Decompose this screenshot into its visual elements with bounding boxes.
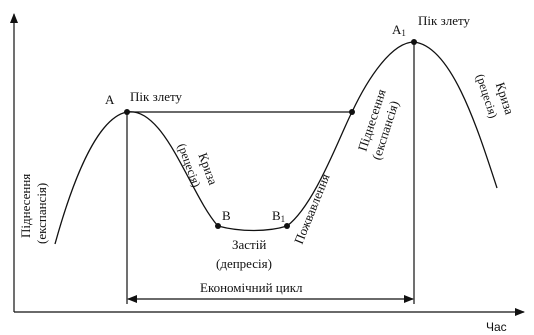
growth-left-label-group: Піднесення (експансія) [18, 174, 49, 244]
point-a1-label: A1 [392, 22, 406, 38]
peak-a-label: Пік злету [130, 89, 182, 104]
point-b1-label: B1 [272, 208, 285, 224]
point-b1-dot [284, 223, 290, 229]
point-a-label: A [105, 92, 115, 107]
stagnation-label: Застій [232, 237, 266, 252]
growth-right-label-group: Піднесення (експансія) [355, 87, 402, 162]
point-a-dot [124, 109, 130, 115]
x-axis-label: Час [486, 320, 507, 334]
growth-left-sub-label: (експансія) [34, 183, 49, 244]
economic-cycle-label: Економічний цикл [200, 280, 303, 295]
point-b-label: B [222, 208, 231, 223]
crisis-right-label-group: Криза (рецесія) [473, 72, 517, 120]
growth-left-label: Піднесення [18, 174, 33, 238]
revival-label: Пожвавлення [291, 172, 333, 247]
revival-label-group: Пожвавлення [291, 172, 333, 247]
point-b-dot [215, 223, 221, 229]
crisis-mid-label-group: Криза (рецесія) [175, 141, 221, 189]
point-a1-dot [411, 39, 417, 45]
stagnation-sub-label: (депресія) [216, 256, 272, 271]
peak-a1-label: Пік злету [418, 13, 470, 28]
revival-end-dot [349, 109, 355, 115]
